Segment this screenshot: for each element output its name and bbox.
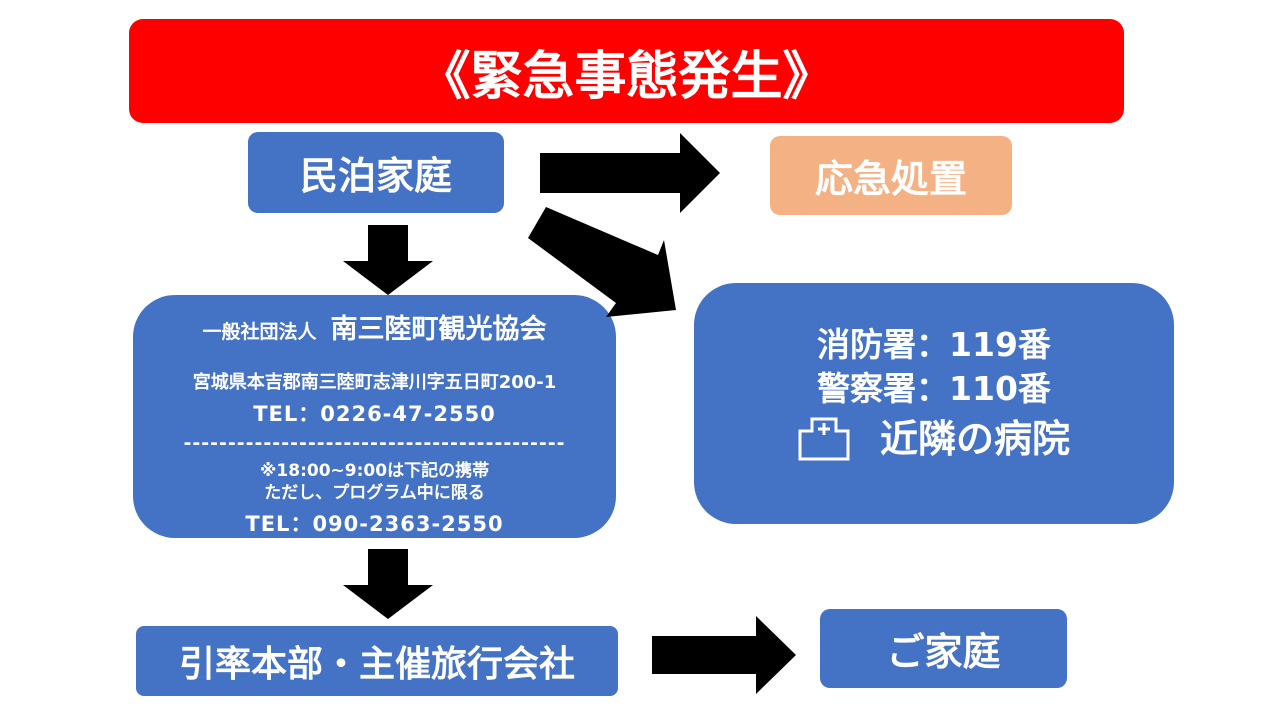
arrow-right-to-home [652, 616, 796, 694]
association-note-line1: ※18:00~9:00は下記の携帯 [259, 461, 490, 481]
association-note: ※18:00~9:00は下記の携帯 ただし、プログラム中に限る [260, 460, 489, 504]
minpaku-box: 民泊家庭 [248, 132, 504, 213]
association-divider: ----------------------------------------… [183, 432, 566, 454]
arrow-right-to-first-aid [540, 133, 720, 213]
police-department: 警察署：110番 [817, 369, 1051, 408]
headquarters-label: 引率本部・主催旅行会社 [178, 644, 575, 685]
home-label: ご家庭 [886, 630, 1001, 674]
arrow-down-to-headquarters [343, 549, 433, 619]
emergency-box: 消防署：119番 警察署：110番 近隣の病院 [694, 283, 1174, 524]
association-note-line2: ただし、プログラム中に限る [264, 483, 485, 504]
fire-department: 消防署：119番 [817, 325, 1051, 364]
nearby-hospital: 近隣の病院 [879, 417, 1070, 461]
association-tel-mobile: TEL：090-2363-2550 [245, 512, 504, 537]
hospital-row: 近隣の病院 [798, 417, 1070, 461]
hospital-icon [798, 417, 850, 461]
association-tel: TEL：0226-47-2550 [253, 402, 496, 426]
association-org-prefix: 一般社団法人 [202, 321, 317, 343]
association-org-name: 南三陸町観光協会 [330, 314, 547, 345]
association-box: 一般社団法人南三陸町観光協会 宮城県本吉郡南三陸町志津川字五日町200-1 TE… [133, 295, 616, 538]
first-aid-box: 応急処置 [770, 136, 1012, 215]
home-box: ご家庭 [820, 609, 1067, 688]
first-aid-label: 応急処置 [814, 157, 967, 201]
title-banner: 《緊急事態発生》 [129, 19, 1124, 123]
arrow-down-to-association [343, 225, 433, 295]
headquarters-box: 引率本部・主催旅行会社 [136, 626, 618, 696]
association-org: 一般社団法人南三陸町観光協会 [202, 307, 546, 346]
title-text: 《緊急事態発生》 [418, 46, 835, 107]
minpaku-label: 民泊家庭 [299, 154, 452, 198]
arrow-diagonal-to-emergency [528, 207, 676, 317]
association-address: 宮城県本吉郡南三陸町志津川字五日町200-1 [192, 372, 557, 393]
